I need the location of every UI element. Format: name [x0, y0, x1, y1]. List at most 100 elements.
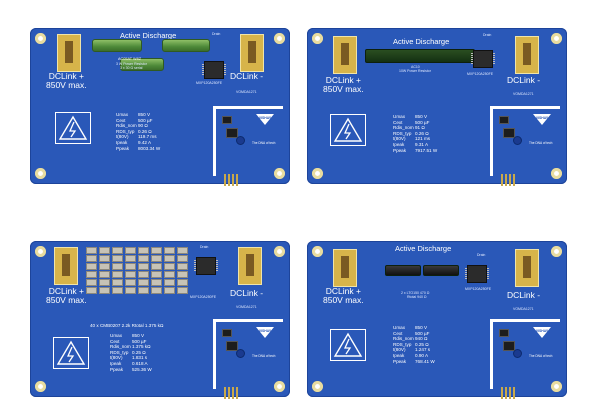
param-value: 850 V — [132, 333, 145, 338]
resistor — [112, 255, 123, 262]
param-value: 121 ms — [415, 136, 431, 142]
resistor — [112, 263, 123, 270]
mount-hole — [312, 381, 323, 392]
param-key: Ppeak — [393, 147, 407, 153]
mount-hole — [551, 168, 562, 179]
param-key: Rdis_nom — [393, 125, 414, 131]
mosfet-label: MXP120A250FE — [196, 81, 223, 85]
vishay-logo-icon: VISHAY — [533, 325, 551, 338]
header-pins — [224, 387, 240, 399]
param-value: 0.25 Ω — [132, 349, 146, 355]
param-value: 525.36 W — [132, 366, 152, 372]
resistor — [164, 279, 175, 286]
silkscreen-outline — [490, 319, 560, 322]
vishay-logo-icon: VISHAY — [256, 112, 274, 125]
param-value: 0.26 Ω — [415, 130, 429, 136]
board-top-right: Active Discharge Drain AC10 10W Power Re… — [307, 28, 567, 186]
param-key: Ppeak — [110, 366, 124, 372]
param-key: Rdis_nom — [116, 123, 137, 129]
resistor — [151, 263, 162, 270]
board-top-left: Active Discharge Drain AC05AT W8Z 3 W Po… — [30, 28, 290, 186]
drain-label: Drain — [477, 253, 486, 257]
resistor — [138, 287, 149, 294]
resistor — [177, 287, 188, 294]
transformer — [513, 136, 522, 145]
param-value: 1.831 s — [132, 355, 148, 361]
resistor — [164, 263, 175, 270]
mosfet-chip — [202, 61, 226, 79]
dclink-minus-label: DCLink - — [507, 290, 541, 300]
brand-tagline: The DNA of tech — [529, 141, 553, 145]
transformer — [513, 349, 522, 358]
mosfet-label: MXP120A250FE — [467, 72, 494, 76]
param-key: Ipeak — [116, 139, 128, 145]
mount-hole — [274, 168, 285, 179]
mount-hole — [274, 246, 285, 257]
resistor — [151, 255, 162, 262]
param-value: 500 µF — [415, 119, 430, 125]
svg-text:VISHAY: VISHAY — [259, 329, 272, 333]
param-value: 940 Ω — [415, 336, 428, 342]
power-resistor — [365, 49, 475, 63]
resistor — [99, 279, 110, 286]
mosfet-chip — [194, 257, 218, 275]
brand-tagline: The DNA of tech — [252, 354, 276, 358]
resistor — [164, 287, 175, 294]
resistor — [138, 279, 149, 286]
mount-hole — [35, 168, 46, 179]
resistor — [99, 247, 110, 254]
resistor — [151, 271, 162, 278]
smd-part — [222, 329, 232, 337]
resistor-label: 2 x LTO150 470 Ω — [401, 291, 430, 295]
resistor-label: 3 x 30 Ω serial — [120, 66, 143, 70]
param-value: 8003.34 W — [138, 145, 161, 151]
resistor-label: 3 W Power Resistor — [116, 62, 147, 66]
power-resistor — [385, 265, 421, 276]
param-key: Cext — [116, 117, 126, 123]
resistor — [151, 247, 162, 254]
param-value: 0.90 A — [415, 352, 429, 358]
driver-label: VOMDA1271 — [513, 307, 534, 311]
resistor — [151, 279, 162, 286]
param-value: 768.41 W — [415, 358, 435, 364]
resistor — [162, 39, 210, 52]
resistor — [86, 287, 97, 294]
board-title: Active Discharge — [395, 244, 452, 253]
param-key: t(80V) — [116, 134, 129, 140]
smd-part — [222, 116, 232, 124]
dclink-plus-terminal — [333, 36, 357, 74]
param-value: 91 Ω — [415, 125, 425, 131]
silkscreen-outline — [490, 106, 560, 109]
param-key: t(80V) — [110, 355, 123, 361]
mount-hole — [312, 246, 323, 257]
param-value: 9.31 A — [415, 141, 429, 147]
resistor — [125, 263, 136, 270]
resistor-label: 10W Power Resistor — [399, 69, 431, 73]
resistor — [177, 255, 188, 262]
silkscreen-outline — [213, 319, 216, 389]
param-value: 0.26 Ω — [138, 128, 152, 134]
svg-text:VISHAY: VISHAY — [536, 329, 549, 333]
mount-hole — [35, 246, 46, 257]
high-voltage-warning-icon — [330, 114, 366, 146]
mount-hole — [274, 33, 285, 44]
power-resistor — [423, 265, 459, 276]
param-key: Umax — [393, 325, 405, 330]
param-key: Umax — [110, 333, 122, 338]
param-value: 1.247 s — [415, 347, 431, 353]
mount-hole — [312, 33, 323, 44]
dclink-minus-terminal — [240, 34, 264, 72]
resistor — [99, 271, 110, 278]
param-key: Cext — [393, 119, 403, 125]
dclink-minus-label: DCLink - — [507, 75, 541, 85]
svg-text:VISHAY: VISHAY — [536, 116, 549, 120]
resistor-label: Rtotal 940 Ω — [407, 295, 427, 299]
param-key: Ppeak — [393, 358, 407, 364]
resistor — [125, 247, 136, 254]
resistor — [125, 279, 136, 286]
param-value: 500 µF — [132, 338, 147, 344]
header-pins — [501, 174, 517, 186]
param-value: 9.42 A — [138, 139, 152, 145]
dclink-minus-terminal — [238, 247, 262, 285]
